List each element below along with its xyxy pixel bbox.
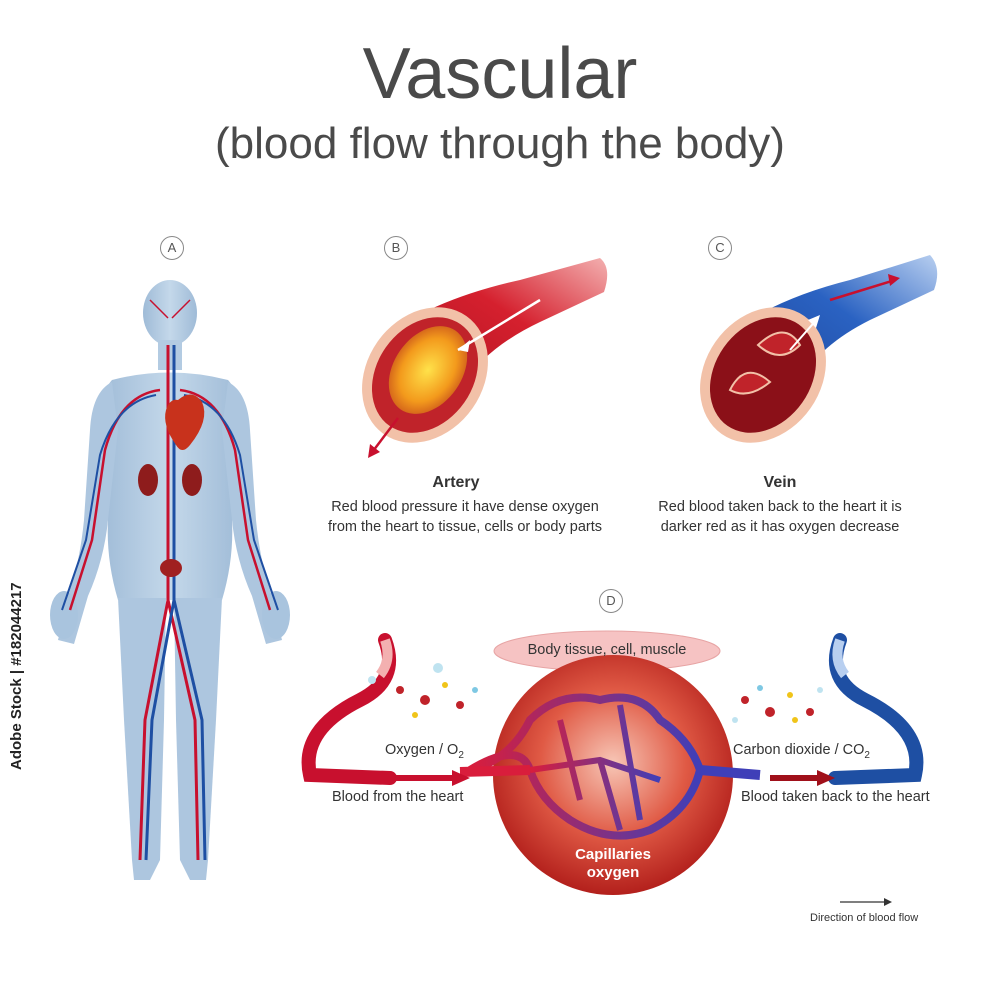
- page-title: Vascular: [362, 34, 638, 114]
- artery-description: Red blood pressure it have dense oxygen …: [300, 497, 630, 537]
- panel-a-badge: A: [160, 236, 184, 260]
- artery-desc-line-2: from the heart to tissue, cells or body …: [327, 519, 602, 535]
- direction-legend-label: Direction of blood flow: [810, 912, 919, 924]
- tissue-label: Body tissue, cell, muscle: [527, 642, 687, 658]
- capillaries-line-2: oxygen: [586, 864, 640, 881]
- oxygen-label-text: Oxygen / O: [385, 742, 459, 758]
- capillaries-line-1: Capillaries: [575, 846, 651, 863]
- artery-illustration: [362, 258, 608, 458]
- co2-label: Carbon dioxide / CO2: [733, 742, 870, 761]
- oxygen-particles: [368, 663, 478, 718]
- vein-description: Red blood taken back to the heart it is …: [625, 497, 935, 537]
- vein-title: Vein: [763, 474, 797, 491]
- co2-subscript: 2: [864, 749, 870, 761]
- vein-desc-line-1: Red blood taken back to the heart it is: [658, 499, 902, 515]
- direction-arrow-icon: [840, 898, 892, 906]
- co2-label-text: Carbon dioxide / CO: [733, 742, 865, 758]
- capillaries-illustration: [301, 630, 924, 895]
- panel-d-badge: D: [599, 589, 623, 613]
- blood-back-to-heart-label: Blood taken back to the heart: [741, 789, 930, 805]
- human-body-figure: [50, 280, 290, 880]
- vein-desc-line-2: darker red as it has oxygen decrease: [660, 519, 900, 535]
- stock-credit: Adobe Stock | #182044217: [8, 582, 25, 770]
- panel-c-badge: C: [708, 236, 732, 260]
- oxygen-label: Oxygen / O2: [385, 742, 464, 761]
- page-subtitle: (blood flow through the body): [215, 119, 785, 168]
- co2-particles: [732, 685, 823, 723]
- oxygen-subscript: 2: [458, 749, 464, 761]
- panel-b-badge: B: [384, 236, 408, 260]
- vein-illustration: [700, 255, 938, 443]
- blood-from-heart-label: Blood from the heart: [332, 789, 464, 805]
- artery-desc-line-1: Red blood pressure it have dense oxygen: [331, 499, 599, 515]
- capillaries-label: Capillaries oxygen: [540, 846, 686, 882]
- artery-title: Artery: [432, 474, 480, 491]
